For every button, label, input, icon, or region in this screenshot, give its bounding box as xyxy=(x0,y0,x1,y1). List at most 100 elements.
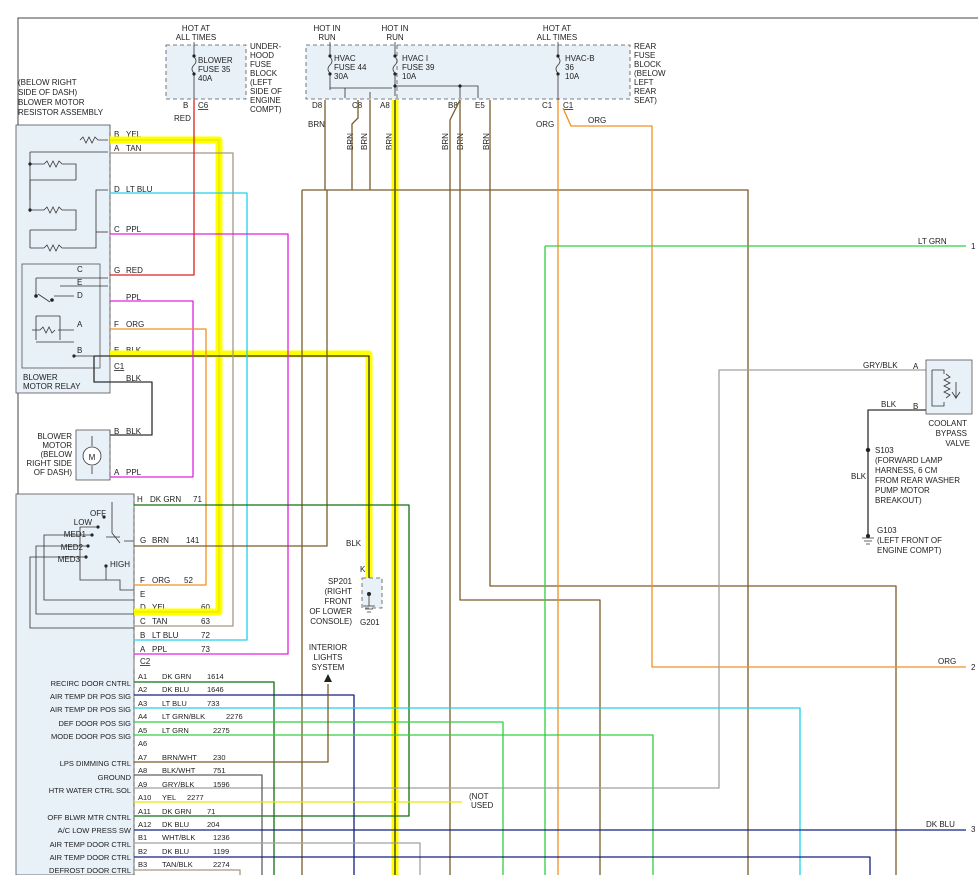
module-circuit-a5: 2275 xyxy=(213,726,230,735)
hvac-fuse-rating: 30A xyxy=(334,72,349,81)
motor-pin-b: B xyxy=(114,427,119,436)
blower-fuse-header-2: ALL TIMES xyxy=(176,33,216,42)
module-wire-b3: TAN/BLK xyxy=(162,860,193,869)
motor-title-2: MOTOR xyxy=(42,441,72,450)
splice-name: SP201 xyxy=(328,577,353,586)
ground-icon-g201 xyxy=(363,592,375,613)
module-wire-a1: DK GRN xyxy=(162,672,191,681)
switch-circuit-b: 72 xyxy=(201,631,210,640)
wire-dkblu-1646 xyxy=(134,694,355,875)
resistor-pin-g: G xyxy=(114,266,120,275)
module-label-a1: RECIRC DOOR CNTRL xyxy=(51,679,131,688)
module-label-a4: DEF DOOR POS SIG xyxy=(58,719,131,728)
hvac-b-fuse-wire-org: ORG xyxy=(536,120,554,129)
module-row-a7: LPS DIMMING CTRL A7 BRN/WHT 230 xyxy=(60,753,226,768)
switch-pin-a: A xyxy=(140,645,146,654)
motor-symbol: M xyxy=(89,453,96,462)
switch-wire-d: YEL xyxy=(152,603,168,612)
switch-pin-h: H xyxy=(137,495,143,504)
wire-whtblk-1236 xyxy=(134,842,421,875)
valve-pin-a: A xyxy=(913,362,919,371)
switch-wire-f: ORG xyxy=(152,576,170,585)
module-wire-a2: DK BLU xyxy=(162,685,189,694)
hvac-fuse-pin-d8: D8 xyxy=(312,101,323,110)
s103-label-1: S103 xyxy=(875,446,894,455)
underhood-block-label-3: FUSE xyxy=(250,60,271,69)
hvac-b-fuse-header-2: ALL TIMES xyxy=(537,33,577,42)
s103-label-2: (FORWARD LAMP xyxy=(875,456,943,465)
wire-dkgrn-71 xyxy=(134,504,410,817)
module-label-b2: AIR TEMP DOOR CTRL xyxy=(50,840,131,849)
switch-circuit-c: 63 xyxy=(201,617,210,626)
sp201-box xyxy=(361,577,383,609)
blower-fuse-pin-c6: C6 xyxy=(198,101,209,110)
brn-vertical-label-3: BRN xyxy=(385,133,394,150)
wire-tanblk-2274 xyxy=(134,869,241,875)
hvac-i-fuse-name: HVAC I xyxy=(402,54,428,63)
interior-lights-3: SYSTEM xyxy=(312,663,345,672)
valve-title-3: VALVE xyxy=(945,439,970,448)
module-wire-b2: DK BLU xyxy=(162,847,189,856)
hvac-fuse-header-1: HOT IN xyxy=(314,24,341,33)
wire-label-dkblu-right: DK BLU xyxy=(926,820,955,829)
hvac-i-fuse-rating: 10A xyxy=(402,72,417,81)
module-wire-a8: BLK/WHT xyxy=(162,766,196,775)
switch-circuit-f: 52 xyxy=(184,576,193,585)
splice-loc-2: FRONT xyxy=(324,597,352,606)
relay-title-2: MOTOR RELAY xyxy=(23,382,81,391)
fuse-icon-hvac xyxy=(327,42,333,90)
module-pin-a9: A9 xyxy=(138,780,147,789)
g103-label-2: (LEFT FRONT OF xyxy=(877,536,942,545)
motor-wire-ppl: PPL xyxy=(126,468,142,477)
s103-label-5: PUMP MOTOR xyxy=(875,486,930,495)
wire-ltgrn-2275 xyxy=(134,734,654,875)
brn-vertical-label-1: BRN xyxy=(346,133,355,150)
wire-label-blk-valve: BLK xyxy=(881,400,897,409)
switch-pos-high: HIGH xyxy=(110,560,130,569)
module-row-a6: A6 xyxy=(138,739,147,748)
page-frame xyxy=(17,17,978,875)
s103-splice-dot xyxy=(865,447,871,453)
wire-label-ltgrn: LT GRN xyxy=(918,237,947,246)
underhood-block-label-1: UNDER- xyxy=(250,42,281,51)
module-row-a9: HTR WATER CTRL SOL A9 GRY/BLK 1596 xyxy=(49,780,230,795)
module-circuit-a4: 2276 xyxy=(226,712,243,721)
module-pin-a7: A7 xyxy=(138,753,147,762)
wire-dkgrn-1614 xyxy=(134,681,275,875)
resistor-title-4: RESISTOR ASSEMBLY xyxy=(18,108,104,117)
switch-pos-med3: MED3 xyxy=(58,555,81,564)
module-label-a9: HTR WATER CTRL SOL xyxy=(49,786,131,795)
module-pin-a8: A8 xyxy=(138,766,147,775)
wire-brn-b8 xyxy=(449,99,461,875)
s103-label-6: BREAKOUT) xyxy=(875,496,922,505)
resistor-title-3: BLOWER MOTOR xyxy=(18,98,85,107)
module-row-a5: MODE DOOR POS SIG A5 LT GRN 2275 xyxy=(51,726,230,741)
g103-label-1: G103 xyxy=(877,526,897,535)
hvac-i-fuse-number: FUSE 39 xyxy=(402,63,435,72)
switch-circuit-h: 71 xyxy=(193,495,202,504)
wire-ltblu-733 xyxy=(134,707,801,875)
splice-wire-blk: BLK xyxy=(346,539,362,548)
not-used-1: (NOT xyxy=(469,792,489,801)
wire-brn-c8 xyxy=(351,100,359,190)
module-pin-a3: A3 xyxy=(138,699,147,708)
wire-blkwht-751 xyxy=(134,774,263,875)
splice-loc-3: OF LOWER xyxy=(309,607,352,616)
resistor-pin-c: C xyxy=(114,225,120,234)
wire-blk-valve xyxy=(867,409,926,536)
module-label-a7: LPS DIMMING CTRL xyxy=(60,759,131,768)
module-row-b3: AIR TEMP DOOR CTRL B3 TAN/BLK 2274 xyxy=(50,853,230,869)
module-pin-a11: A11 xyxy=(138,807,151,816)
module-row-b4: DEFROST DOOR CTRL xyxy=(49,866,131,875)
module-pin-a5: A5 xyxy=(138,726,147,735)
switch-pin-c: C xyxy=(140,617,146,626)
switch-wire-a: PPL xyxy=(152,645,168,654)
module-circuit-a7: 230 xyxy=(213,753,226,762)
module-row-a4: DEF DOOR POS SIG A4 LT GRN/BLK 2276 xyxy=(58,712,242,728)
resistor-wire-yel: YEL xyxy=(126,130,142,139)
wire-label-org-right: ORG xyxy=(938,657,956,666)
hvac-b-fuse-name: HVAC-B xyxy=(565,54,595,63)
wire-dkblu-1199 xyxy=(134,856,871,875)
